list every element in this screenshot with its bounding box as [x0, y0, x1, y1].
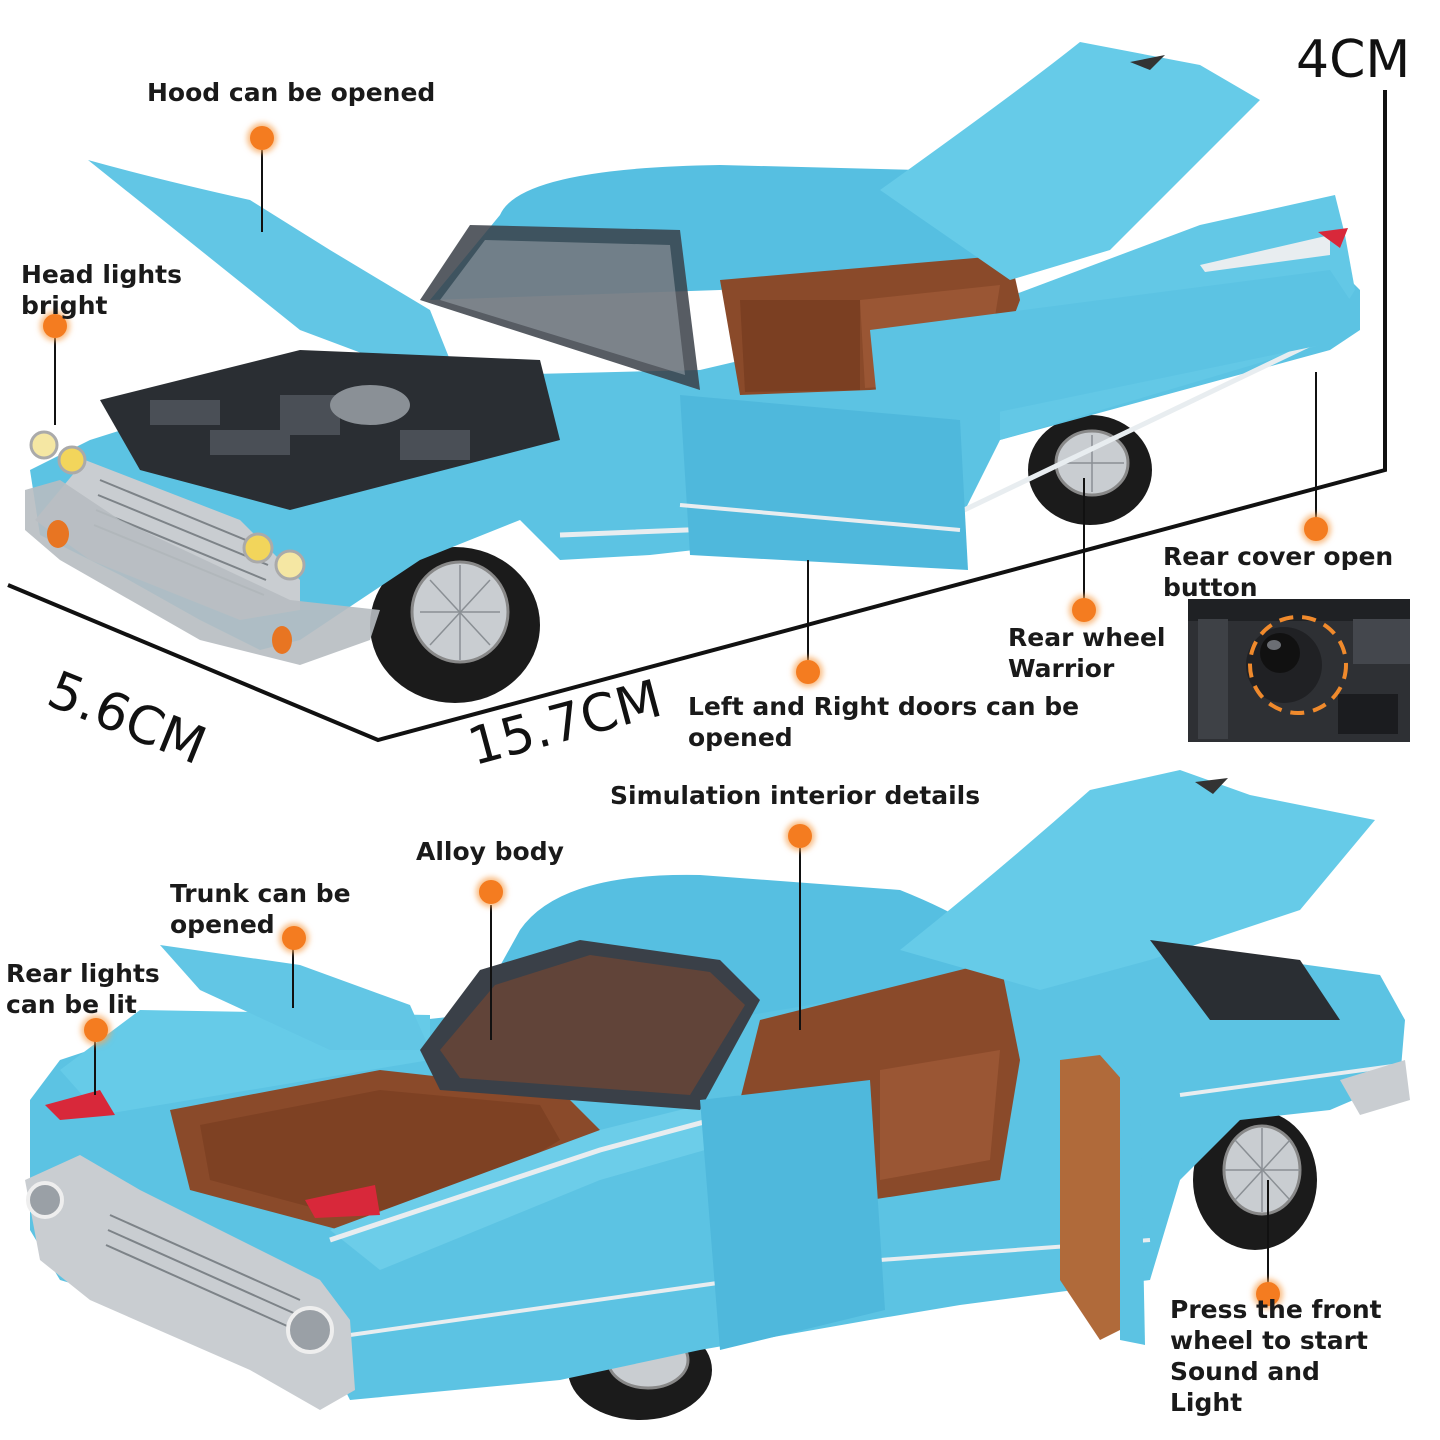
interior-marker-dot — [788, 824, 812, 848]
front-wheel-callout: Press the front wheel to start Sound and… — [1170, 1295, 1382, 1417]
head-lights-marker-dot — [43, 314, 67, 338]
alloy-body-callout: Alloy body — [416, 837, 564, 866]
height-dimension: 4CM — [1296, 30, 1411, 90]
front-wheel-marker-dot — [1256, 1282, 1280, 1306]
rear-cover-marker-dot — [1304, 517, 1328, 541]
rear-lights-callout: Rear lights can be lit — [6, 959, 160, 1019]
bottom-car-illustration — [25, 770, 1410, 1420]
rear-wheel-callout: Rear wheel Warrior — [1008, 623, 1166, 683]
doors-marker-dot — [796, 660, 820, 684]
hood-callout: Hood can be opened — [147, 78, 436, 107]
trunk-marker-dot — [282, 926, 306, 950]
rear-wheel-marker-dot — [1072, 598, 1096, 622]
rear-lights-marker-dot — [84, 1018, 108, 1042]
trunk-callout: Trunk can be opened — [170, 879, 351, 939]
head-lights-callout: Head lights bright — [21, 260, 183, 320]
rear-cover-callout: Rear cover open button — [1163, 542, 1394, 602]
hood-marker-dot — [250, 126, 274, 150]
doors-callout: Left and Right doors can be opened — [688, 692, 1080, 752]
top-car-illustration — [7, 42, 1387, 743]
rear-cover-button-inset — [1188, 599, 1410, 742]
interior-callout: Simulation interior details — [610, 781, 981, 810]
alloy-body-marker-dot — [479, 880, 503, 904]
